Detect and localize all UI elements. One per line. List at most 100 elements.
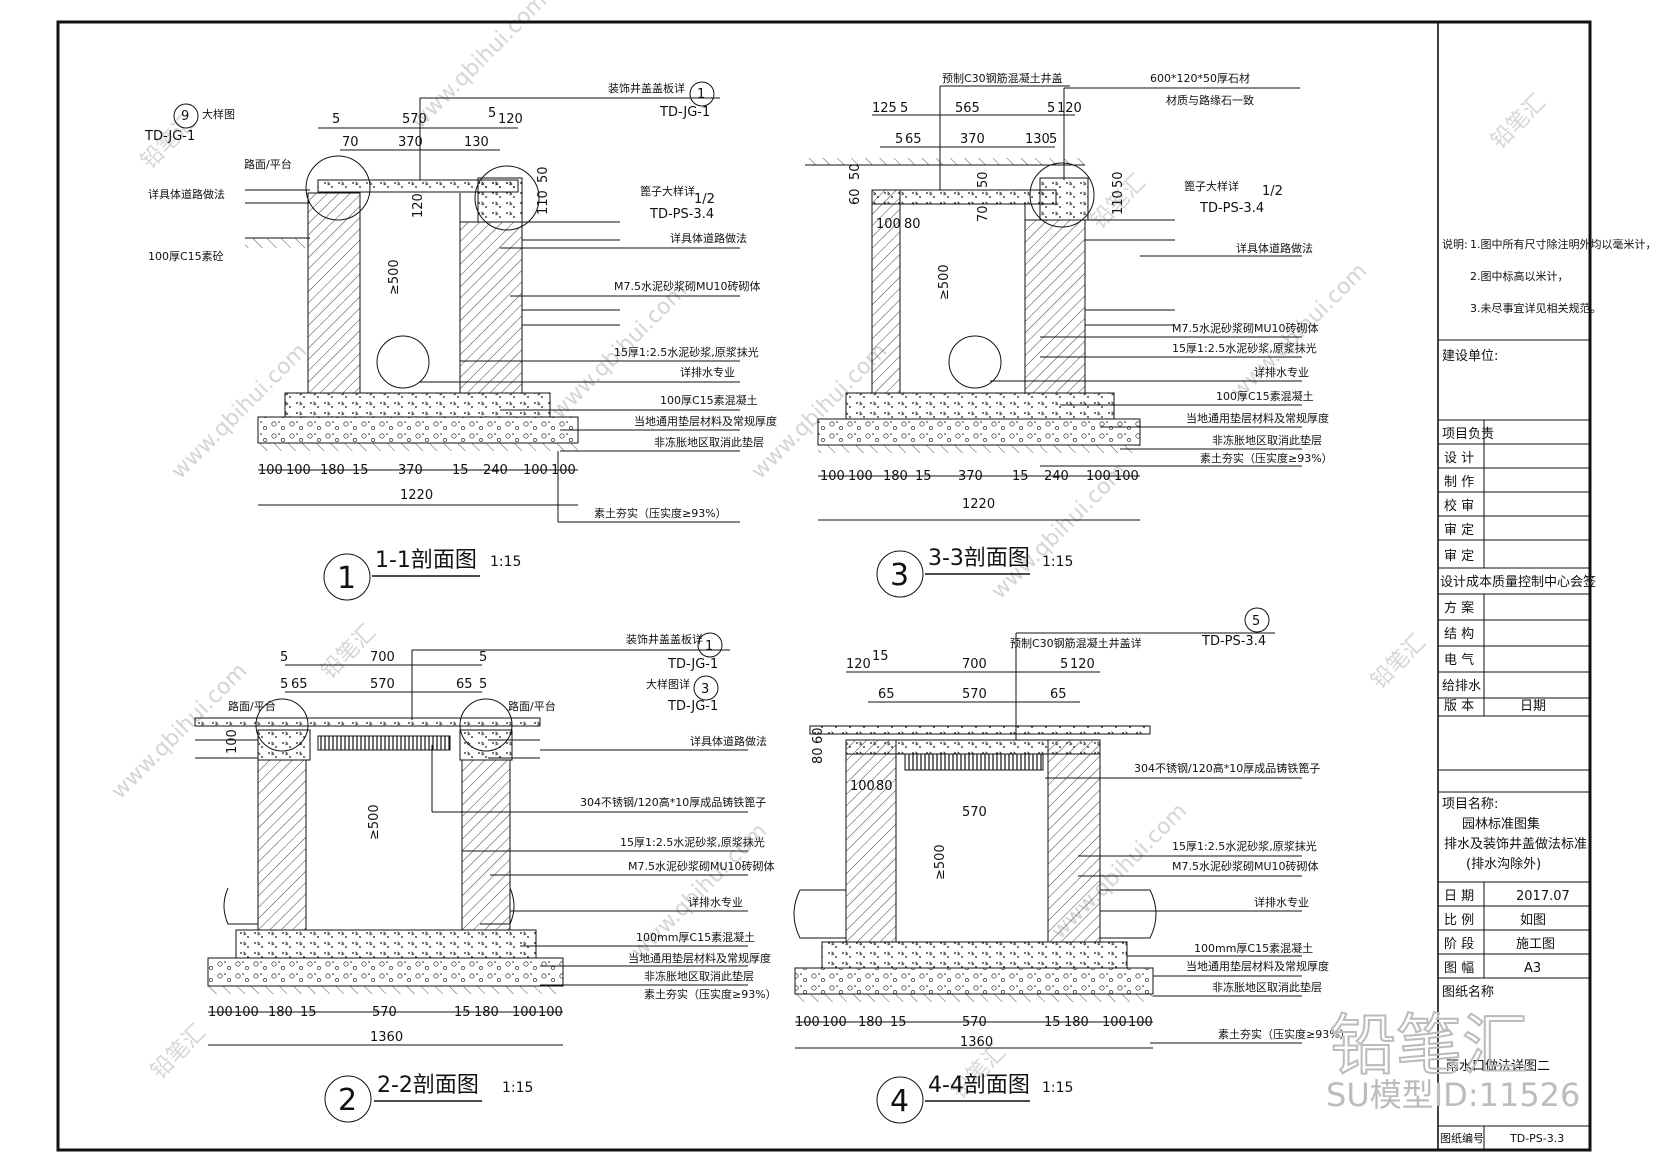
- section-title: 3-3剖面图: [928, 546, 1030, 571]
- section-3-3: 125 5 565 5 120 5 65 370 130 5 60 50 100…: [805, 71, 1333, 598]
- svg-text:100mm厚C15素混凝土: 100mm厚C15素混凝土: [636, 930, 755, 944]
- svg-text:80: 80: [811, 747, 826, 764]
- svg-text:详具体道路做法: 详具体道路做法: [690, 734, 767, 748]
- svg-text:65: 65: [456, 677, 473, 692]
- svg-text:15: 15: [454, 1005, 471, 1020]
- svg-text:校 审: 校 审: [1444, 498, 1474, 514]
- svg-text:设计成本质量控制中心会签: 设计成本质量控制中心会签: [1440, 574, 1596, 590]
- svg-text:100: 100: [512, 1005, 537, 1020]
- svg-text:4: 4: [890, 1084, 909, 1119]
- svg-text:路面/平台: 路面/平台: [228, 699, 276, 713]
- svg-text:240: 240: [483, 463, 508, 478]
- svg-text:素土夯实（压实度≥93%）: 素土夯实（压实度≥93%）: [1218, 1027, 1351, 1041]
- svg-text:大样图详: 大样图详: [646, 677, 690, 691]
- svg-text:15: 15: [300, 1005, 317, 1020]
- svg-text:100: 100: [551, 463, 576, 478]
- svg-text:给排水: 给排水: [1442, 679, 1481, 694]
- svg-text:370: 370: [398, 135, 423, 150]
- svg-text:65: 65: [905, 132, 922, 147]
- svg-text:1:15: 1:15: [1042, 554, 1073, 570]
- svg-text:50: 50: [848, 163, 863, 180]
- svg-text:素土夯实（压实度≥93%）: 素土夯实（压实度≥93%）: [594, 506, 727, 520]
- svg-text:50: 50: [976, 171, 991, 188]
- svg-text:详具体道路做法: 详具体道路做法: [1236, 241, 1313, 255]
- svg-text:120: 120: [846, 657, 871, 672]
- svg-text:570: 570: [402, 112, 427, 127]
- svg-text:570: 570: [962, 1015, 987, 1030]
- svg-text:60: 60: [848, 188, 863, 205]
- watermark-site: www.qbihui.com: [407, 0, 553, 134]
- svg-text:15厚1:2.5水泥砂浆,原浆抹光: 15厚1:2.5水泥砂浆,原浆抹光: [620, 835, 765, 849]
- svg-text:电 气: 电 气: [1444, 652, 1474, 668]
- svg-text:120: 120: [498, 112, 523, 127]
- svg-text:详具体道路做法: 详具体道路做法: [148, 187, 225, 201]
- svg-text:设 计: 设 计: [1444, 451, 1474, 466]
- svg-text:TD-PS-3.4: TD-PS-3.4: [1201, 634, 1266, 649]
- svg-text:当地通用垫层材料及常规厚度: 当地通用垫层材料及常规厚度: [1186, 959, 1329, 973]
- svg-text:(排水沟除外): (排水沟除外): [1466, 857, 1541, 872]
- svg-text:图纸编号: 图纸编号: [1440, 1131, 1484, 1145]
- section-1-1: 5 570 5 120 70 370 130 120 110 50 ≥500 1…: [144, 81, 777, 601]
- svg-text:304不锈钢/120高*10厚成品铸铁篦子: 304不锈钢/120高*10厚成品铸铁篦子: [1134, 761, 1320, 775]
- svg-text:5: 5: [479, 650, 487, 665]
- svg-text:5: 5: [280, 677, 288, 692]
- svg-text:详具体道路做法: 详具体道路做法: [670, 231, 747, 245]
- svg-text:100: 100: [1128, 1015, 1153, 1030]
- svg-text:审 定: 审 定: [1444, 523, 1474, 538]
- svg-text:120: 120: [411, 193, 426, 218]
- svg-text:100厚C15素混凝土: 100厚C15素混凝土: [660, 393, 758, 407]
- svg-text:5: 5: [488, 106, 496, 121]
- svg-text:80: 80: [876, 779, 893, 794]
- svg-text:100厚C15素砼: 100厚C15素砼: [148, 250, 224, 263]
- svg-text:15: 15: [1044, 1015, 1061, 1030]
- svg-text:阶 段: 阶 段: [1444, 937, 1474, 952]
- svg-text:5: 5: [895, 132, 903, 147]
- svg-text:M7.5水泥砂浆砌MU10砖砌体: M7.5水泥砂浆砌MU10砖砌体: [628, 859, 775, 873]
- svg-text:5: 5: [900, 101, 908, 116]
- watermark-brand: 铅笔汇: [1367, 630, 1431, 694]
- svg-text:600*120*50厚石材: 600*120*50厚石材: [1150, 71, 1250, 85]
- svg-text:详排水专业: 详排水专业: [1254, 895, 1309, 909]
- svg-text:120: 120: [1070, 657, 1095, 672]
- svg-text:180: 180: [268, 1005, 293, 1020]
- section-4-4: 120 15 700 5 120 65 570 65 570 80 60 100…: [793, 607, 1351, 1124]
- section-title: 1-1剖面图: [375, 548, 477, 573]
- svg-text:日 期: 日 期: [1444, 889, 1474, 904]
- svg-text:当地通用垫层材料及常规厚度: 当地通用垫层材料及常规厚度: [1186, 411, 1329, 425]
- svg-text:大样图: 大样图: [202, 107, 235, 121]
- svg-text:非冻胀地区取消此垫层: 非冻胀地区取消此垫层: [654, 435, 764, 449]
- svg-text:当地通用垫层材料及常规厚度: 当地通用垫层材料及常规厚度: [628, 951, 771, 965]
- sheet-frame: [56, 20, 1592, 1152]
- svg-text:1360: 1360: [370, 1030, 403, 1045]
- svg-text:15: 15: [1012, 469, 1029, 484]
- svg-text:排水及装饰井盖做法标准: 排水及装饰井盖做法标准: [1444, 837, 1587, 852]
- svg-text:100: 100: [225, 729, 240, 754]
- svg-text:≥500: ≥500: [387, 259, 402, 295]
- svg-text:1.图中所有尺寸除注明外均以毫米计，: 1.图中所有尺寸除注明外均以毫米计，: [1470, 237, 1654, 251]
- svg-text:120: 120: [1057, 101, 1082, 116]
- svg-text:3: 3: [890, 558, 909, 593]
- svg-text:篦子大样详: 篦子大样详: [640, 184, 695, 198]
- svg-text:路面/平台: 路面/平台: [508, 699, 556, 713]
- svg-text:≥500: ≥500: [937, 264, 952, 300]
- svg-text:110: 110: [1111, 190, 1126, 215]
- svg-text:100: 100: [1114, 469, 1139, 484]
- svg-text:570: 570: [370, 677, 395, 692]
- svg-text:80: 80: [904, 217, 921, 232]
- svg-text:370: 370: [398, 463, 423, 478]
- svg-text:110: 110: [536, 190, 551, 215]
- svg-text:非冻胀地区取消此垫层: 非冻胀地区取消此垫层: [1212, 433, 1322, 447]
- svg-text:100: 100: [208, 1005, 233, 1020]
- svg-text:180: 180: [883, 469, 908, 484]
- svg-text:结 构: 结 构: [1444, 627, 1474, 642]
- svg-text:15厚1:2.5水泥砂浆,原浆抹光: 15厚1:2.5水泥砂浆,原浆抹光: [1172, 341, 1317, 355]
- svg-text:2: 2: [338, 1083, 357, 1118]
- svg-text:TD-JG-1: TD-JG-1: [667, 657, 718, 672]
- svg-text:方 案: 方 案: [1444, 600, 1474, 616]
- svg-text:100: 100: [234, 1005, 259, 1020]
- svg-text:1:15: 1:15: [490, 554, 521, 570]
- svg-text:1220: 1220: [962, 497, 995, 512]
- svg-text:100: 100: [848, 469, 873, 484]
- svg-text:≥500: ≥500: [933, 844, 948, 880]
- svg-text:材质与路缘石一致: 材质与路缘石一致: [1166, 93, 1254, 107]
